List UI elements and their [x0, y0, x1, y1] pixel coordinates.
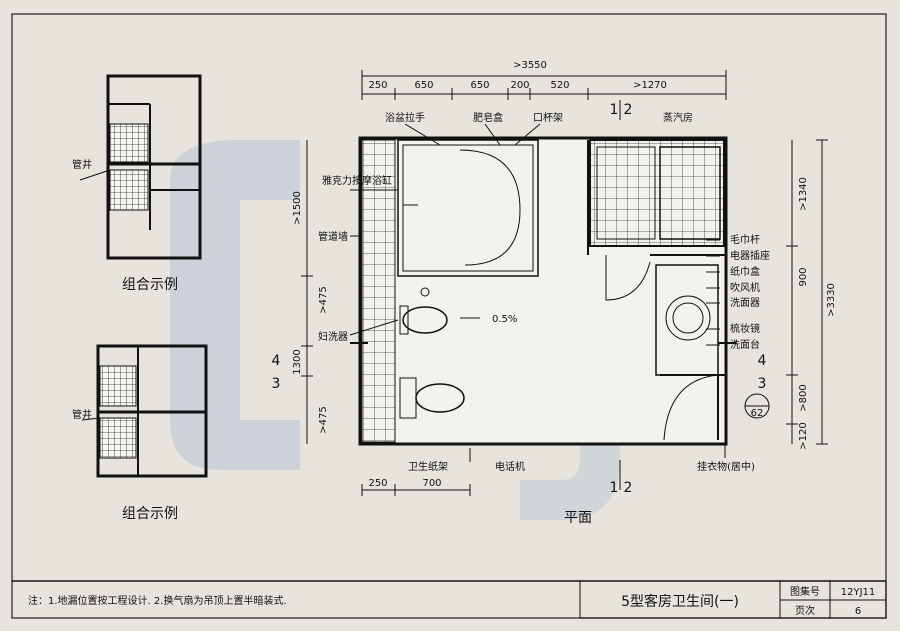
- combo-example-2: [81, 344, 208, 478]
- section-right-den: 3: [758, 376, 767, 392]
- label-bath-handle: 浴盆拉手: [385, 111, 425, 124]
- dim-top-1: 650: [414, 80, 433, 91]
- label-phone: 电话机: [495, 460, 525, 473]
- label-shaft-2: 管井: [72, 408, 92, 421]
- label-hair-dryer: 吹风机: [730, 281, 760, 294]
- label-pipe-wall: 管道墙: [318, 230, 348, 243]
- label-slope: 0.5%: [492, 314, 517, 325]
- dim-top-total: >3550: [513, 60, 547, 71]
- label-steam-room: 蒸汽房: [663, 111, 693, 124]
- dim-top-4: 520: [550, 80, 569, 91]
- combo-title-1: 组合示例: [122, 277, 178, 293]
- dim-right-3: >800: [798, 384, 809, 411]
- drawing-title: 5型客房卫生间(一): [621, 593, 739, 610]
- detail-ref: 62: [751, 408, 764, 419]
- callout-leaders: [349, 123, 726, 462]
- footer-notes: 注：1.地漏位置按工程设计. 2.换气扇为吊顶上置半暗装式.: [28, 594, 287, 607]
- dim-left-3: >475: [318, 406, 329, 433]
- dim-bottom-0: 250: [368, 478, 387, 489]
- section-left-den: 3: [272, 376, 281, 392]
- title-block: [12, 580, 887, 619]
- dim-right-0: >1340: [798, 177, 809, 211]
- page-value: 6: [855, 606, 861, 617]
- label-hook: 挂衣物(居中): [697, 460, 755, 473]
- label-shaft-1: 管井: [72, 158, 92, 171]
- label-tissue-box: 纸巾盒: [730, 265, 760, 278]
- sheet-frame: [11, 13, 887, 619]
- section-mark-bottom-1: 1: [610, 480, 619, 496]
- section-mark-bottom-2: 2: [624, 480, 633, 496]
- dim-bottom-1: 700: [422, 478, 441, 489]
- section-right-num: 4: [758, 353, 767, 369]
- label-paper-holder: 卫生纸架: [408, 460, 448, 473]
- label-counter: 洗面台: [730, 338, 760, 351]
- label-soap-dish: 肥皂盒: [473, 111, 503, 124]
- atlas-label: 图集号: [790, 585, 820, 598]
- dim-left-1: >475: [318, 286, 329, 313]
- dim-right-2: >3330: [826, 283, 837, 317]
- label-socket: 电器插座: [730, 249, 770, 262]
- label-bidet: 妇洗器: [318, 330, 348, 343]
- dim-left-0: >1500: [292, 191, 303, 225]
- dim-right-1: 900: [798, 267, 809, 286]
- dim-top-5: >1270: [633, 80, 667, 91]
- dim-top-2: 650: [470, 80, 489, 91]
- section-mark-top-2: 2: [624, 102, 633, 118]
- combo-title-2: 组合示例: [122, 506, 178, 522]
- section-mark-top-1: 1: [610, 102, 619, 118]
- atlas-value: 12YJ11: [841, 587, 876, 598]
- label-tub: 雅克力按摩浴缸: [322, 174, 392, 187]
- label-towel-rail: 毛巾杆: [730, 233, 760, 246]
- label-mirror: 梳妆镜: [730, 322, 760, 335]
- combo-example-1: [79, 74, 202, 260]
- section-left-num: 4: [272, 353, 281, 369]
- label-cup-holder: 口杯架: [533, 111, 563, 124]
- dim-left-2: 1300: [292, 349, 303, 374]
- label-washbasin: 洗面器: [730, 297, 760, 309]
- page-label: 页次: [795, 604, 815, 617]
- plan-title: 平面: [564, 510, 592, 526]
- dim-right-4: >120: [798, 422, 809, 449]
- dim-top-3: 200: [510, 80, 529, 91]
- dim-top-0: 250: [368, 80, 387, 91]
- dimension-lines: [301, 70, 828, 496]
- main-plan: [350, 136, 770, 446]
- watermark-shape: [170, 140, 300, 470]
